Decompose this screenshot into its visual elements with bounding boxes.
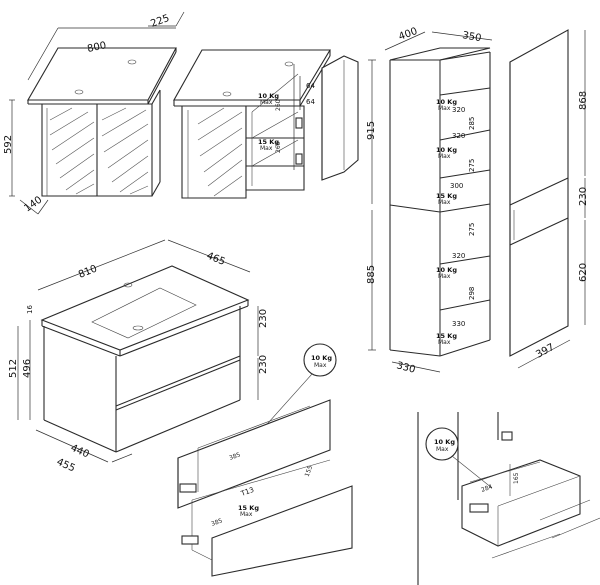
mirror-cabinet-open: 64 64 260 260 10 Kg Max 15 Kg Max — [173, 49, 359, 199]
dim-shelf-2: 320 — [452, 132, 465, 140]
svg-text:10 Kg: 10 Kg — [436, 146, 457, 154]
dim-inner-2: 260 — [275, 141, 282, 153]
dim-shelf-7: 298 — [468, 287, 476, 300]
svg-text:15 Kg: 15 Kg — [258, 138, 279, 146]
mirror-cabinet-closed: 800 225 592 140 — [3, 11, 185, 214]
svg-text:Max: Max — [240, 511, 253, 518]
svg-text:Max: Max — [260, 99, 273, 106]
dim-bottom-b: 165 — [513, 472, 520, 484]
load-badge-15kg: 15 Kg Max — [258, 138, 279, 152]
dim-shelf-3: 275 — [468, 159, 476, 172]
dim-shelf-5: 275 — [468, 223, 476, 236]
svg-text:Max: Max — [438, 339, 451, 346]
dim-drawer-top: 385 — [228, 451, 241, 462]
load-badge-drawer: 15 Kg Max — [238, 504, 259, 518]
load-badge-10kg: 10 Kg Max — [258, 92, 279, 106]
dim-inner-1: 260 — [275, 99, 282, 111]
dim-shelf-gap-2: 64 — [306, 98, 315, 106]
svg-text:15 Kg: 15 Kg — [238, 504, 259, 512]
load-badge-bottom: 10 Kg Max — [434, 438, 455, 453]
dim-shelf-0: 320 — [452, 106, 465, 114]
dim-mirror-depth: 225 — [149, 13, 171, 30]
dim-tall-lower: 885 — [366, 265, 377, 284]
dim-tall-depth: 350 — [461, 30, 482, 44]
svg-text:Max: Max — [260, 145, 273, 152]
dim-bottom-a: 284 — [480, 483, 493, 494]
load-badge-bottom-circle — [425, 427, 459, 461]
vanity-unit: 810 465 16 512 496 230 230 440 455 10 Kg… — [8, 239, 337, 475]
dim-panel-bottom: 620 — [578, 263, 589, 282]
dim-mirror-depth-bottom: 140 — [22, 194, 44, 214]
dim-vanity-outer: 455 — [55, 457, 77, 475]
dim-vanity-drawer-2: 230 — [258, 355, 269, 374]
load-badge-tall-2: 15 Kg Max — [436, 192, 457, 206]
dim-drawer-side: T13 — [239, 486, 255, 498]
load-badge-vanity: 10 Kg Max — [259, 343, 337, 433]
load-badge-tall-1: 10 Kg Max — [436, 146, 457, 160]
svg-text:10 Kg: 10 Kg — [436, 266, 457, 274]
dim-shelf-4: 300 — [450, 182, 463, 190]
svg-text:10 Kg: 10 Kg — [434, 438, 455, 446]
load-badge-tall-0: 10 Kg Max — [436, 98, 457, 112]
svg-text:10 Kg: 10 Kg — [258, 92, 279, 100]
bottom-detail: 10 Kg Max 284 165 — [417, 412, 600, 585]
dim-shelf-8: 330 — [452, 320, 465, 328]
load-badge-tall-3: 10 Kg Max — [436, 266, 457, 280]
svg-text:Max: Max — [436, 446, 449, 453]
dim-vanity-inner: 440 — [69, 443, 91, 461]
svg-text:15 Kg: 15 Kg — [436, 332, 457, 340]
dim-mirror-width: 800 — [86, 40, 107, 55]
dim-shelf-1: 285 — [468, 117, 476, 130]
dim-vanity-depth: 465 — [205, 251, 227, 268]
dim-tall-width: 400 — [397, 26, 419, 43]
svg-text:Max: Max — [438, 199, 451, 206]
tall-cabinet: 400 350 915 885 330 320 285 320 275 300 … — [366, 26, 493, 376]
svg-text:Max: Max — [438, 273, 451, 280]
svg-text:15 Kg: 15 Kg — [436, 192, 457, 200]
dim-shelf-6: 320 — [452, 252, 465, 260]
svg-text:10 Kg: 10 Kg — [311, 354, 332, 362]
dim-panel-top: 868 — [578, 91, 589, 110]
dim-panel-middle: 230 — [578, 187, 589, 206]
dim-vanity-total: 512 — [8, 359, 19, 378]
svg-text:Max: Max — [438, 105, 451, 112]
dim-mirror-height: 592 — [3, 135, 14, 154]
dim-drawer-inner: 155 — [304, 464, 315, 477]
dim-shelf-gap-1: 64 — [306, 82, 315, 90]
drawer-detail: 385 155 T13 385 15 Kg Max — [177, 399, 353, 577]
dim-vanity-top: 16 — [26, 305, 34, 314]
svg-text:10 Kg: 10 Kg — [436, 98, 457, 106]
side-panel: 868 230 620 397 — [509, 29, 589, 369]
svg-text:Max: Max — [314, 362, 327, 369]
dim-tall-bottom: 330 — [395, 360, 416, 376]
dim-drawer-bottom: 385 — [210, 517, 223, 528]
dim-tall-upper: 915 — [366, 121, 377, 140]
svg-text:Max: Max — [438, 153, 451, 160]
dim-vanity-body: 496 — [22, 359, 33, 378]
dim-vanity-drawer-1: 230 — [258, 309, 269, 328]
load-badge-tall-4: 15 Kg Max — [436, 332, 457, 346]
dim-panel-depth: 397 — [534, 342, 556, 361]
dim-vanity-width: 810 — [77, 263, 99, 280]
